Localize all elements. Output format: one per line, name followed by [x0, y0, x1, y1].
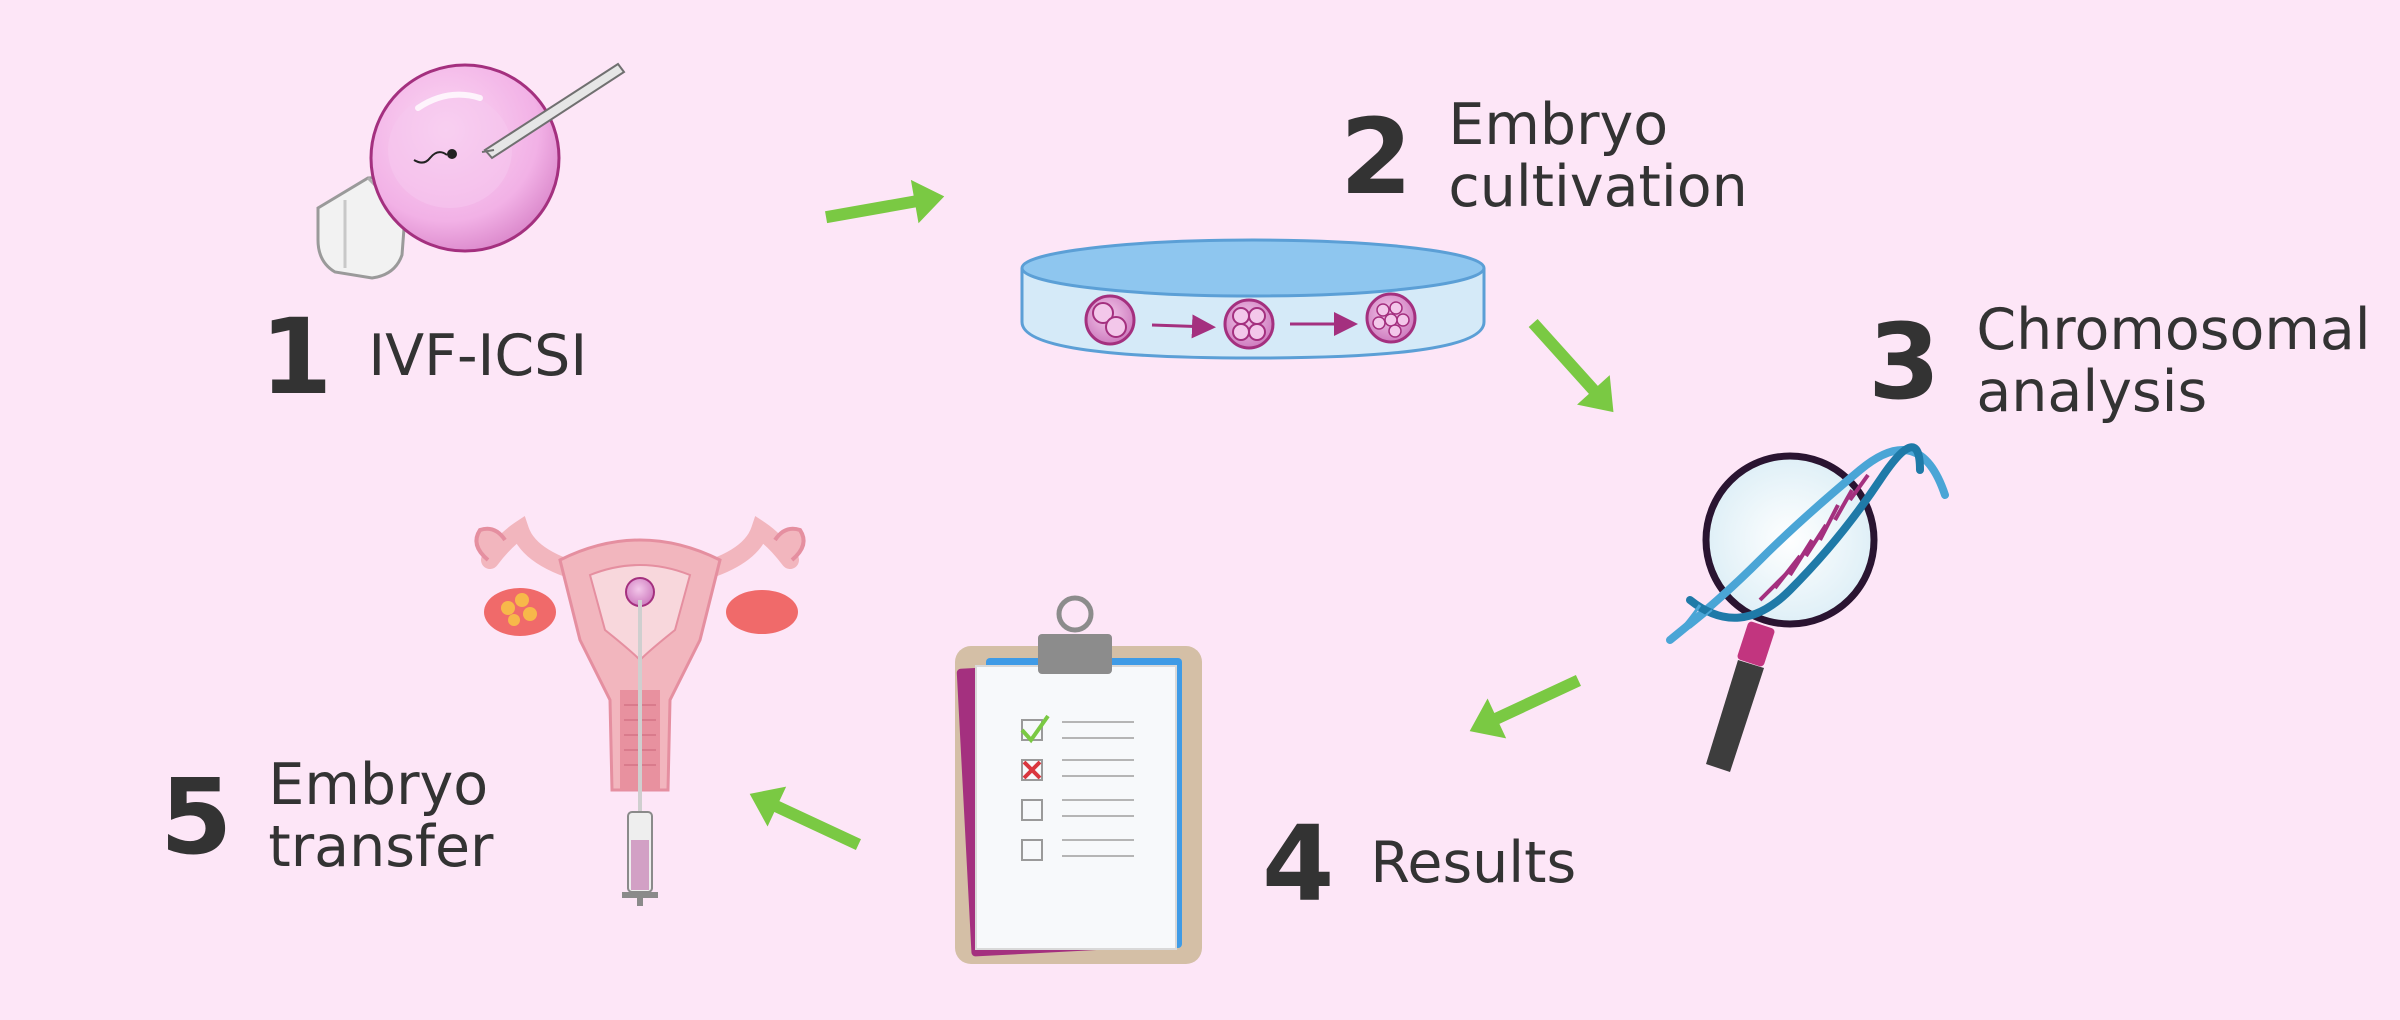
- uterus-syringe-icon: [474, 515, 806, 906]
- step-1-number: 1: [260, 296, 333, 418]
- step-3-text: Chromosomal analysis: [1976, 297, 2371, 425]
- step-5-text: Embryo transfer: [268, 752, 494, 880]
- arrow-step2-to-step3: [1528, 318, 1614, 413]
- step-2-line-1: Embryo: [1448, 92, 1669, 158]
- step-5-line-1: Embryo: [268, 752, 489, 818]
- step-1-line-1: IVF-ICSI: [368, 323, 588, 390]
- step-3-line-2: analysis: [1976, 358, 2208, 425]
- icsi-egg-needle-icon: [316, 62, 626, 280]
- step-4-text: Results: [1370, 833, 1576, 895]
- flow-arrows: [749, 179, 1614, 851]
- step-5-label: 5 Embryo transfer: [160, 752, 494, 880]
- step-4-number: 4: [1262, 803, 1335, 925]
- arrow-step4-to-step5: [749, 786, 861, 851]
- step-5-line-2: transfer: [268, 813, 494, 880]
- step-3-label: 3 Chromosomal analysis: [1868, 297, 2371, 425]
- step-1-text: IVF-ICSI: [368, 326, 587, 388]
- step-3-number: 3: [1868, 300, 1941, 423]
- step-2-number: 2: [1340, 95, 1413, 218]
- step-1-label: 1 IVF-ICSI: [260, 305, 587, 409]
- step-2-text: Embryo cultivation: [1448, 92, 1748, 220]
- step-2-line-2: cultivation: [1448, 153, 1748, 220]
- step-2-label: 2 Embryo cultivation: [1340, 92, 1748, 220]
- clipboard-checklist-icon: [955, 595, 1202, 964]
- step-4-line-1: Results: [1370, 830, 1577, 897]
- arrow-step1-to-step2: [825, 179, 945, 224]
- magnifier-dna-icon: [1666, 443, 1949, 772]
- petri-dish-embryos-icon: [1020, 238, 1486, 360]
- step-3-line-1: Chromosomal: [1976, 297, 2371, 363]
- step-4-label: 4 Results: [1262, 812, 1576, 916]
- arrow-step3-to-step4: [1469, 674, 1581, 739]
- step-5-number: 5: [160, 755, 233, 878]
